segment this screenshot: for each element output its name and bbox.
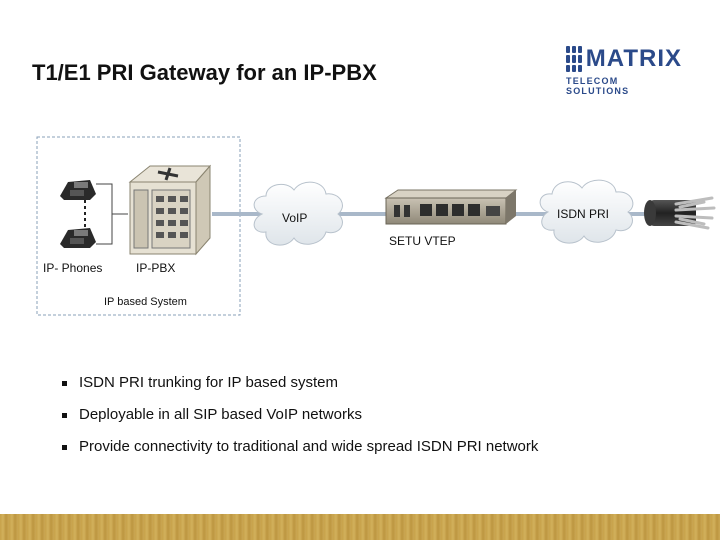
footer-bar (0, 514, 720, 540)
cable-bundle-icon (644, 196, 716, 230)
setu-vtep-device-icon (384, 189, 518, 225)
bullet-square-icon (62, 445, 67, 450)
ip-system-boundary (36, 136, 241, 316)
feature-list: ISDN PRI trunking for IP based system De… (62, 372, 538, 468)
isdn-pri-cloud-icon (539, 179, 634, 244)
logo-wordmark: MATRIX (585, 45, 682, 72)
feature-text: Deployable in all SIP based VoIP network… (79, 406, 362, 423)
logo-mark-icon (566, 46, 582, 72)
bullet-square-icon (62, 413, 67, 418)
ip-pbx-label: IP-PBX (136, 261, 176, 275)
list-item: Provide connectivity to traditional and … (62, 436, 538, 468)
voip-label: VoIP (282, 211, 308, 225)
ip-phone-icon (60, 180, 96, 200)
list-item: ISDN PRI trunking for IP based system (62, 372, 538, 404)
matrix-logo: MATRIX TELECOM SOLUTIONS (566, 45, 682, 96)
voip-cloud-icon (253, 181, 343, 246)
isdn-pri-label: ISDN PRI (557, 207, 610, 221)
feature-text: ISDN PRI trunking for IP based system (79, 374, 338, 391)
page-title: T1/E1 PRI Gateway for an IP-PBX (32, 60, 377, 85)
ip-system-label: IP based System (104, 296, 187, 308)
ip-phone-icon (60, 228, 96, 248)
bullet-square-icon (62, 381, 67, 386)
ip-phones-label: IP- Phones (43, 261, 103, 275)
ip-pbx-icon (128, 164, 212, 256)
list-item: Deployable in all SIP based VoIP network… (62, 404, 538, 436)
logo-tagline: TELECOM SOLUTIONS (566, 76, 630, 96)
phone-bracket-line (96, 183, 128, 245)
setu-vtep-label: SETU VTEP (389, 234, 456, 248)
feature-text: Provide connectivity to traditional and … (79, 438, 539, 455)
